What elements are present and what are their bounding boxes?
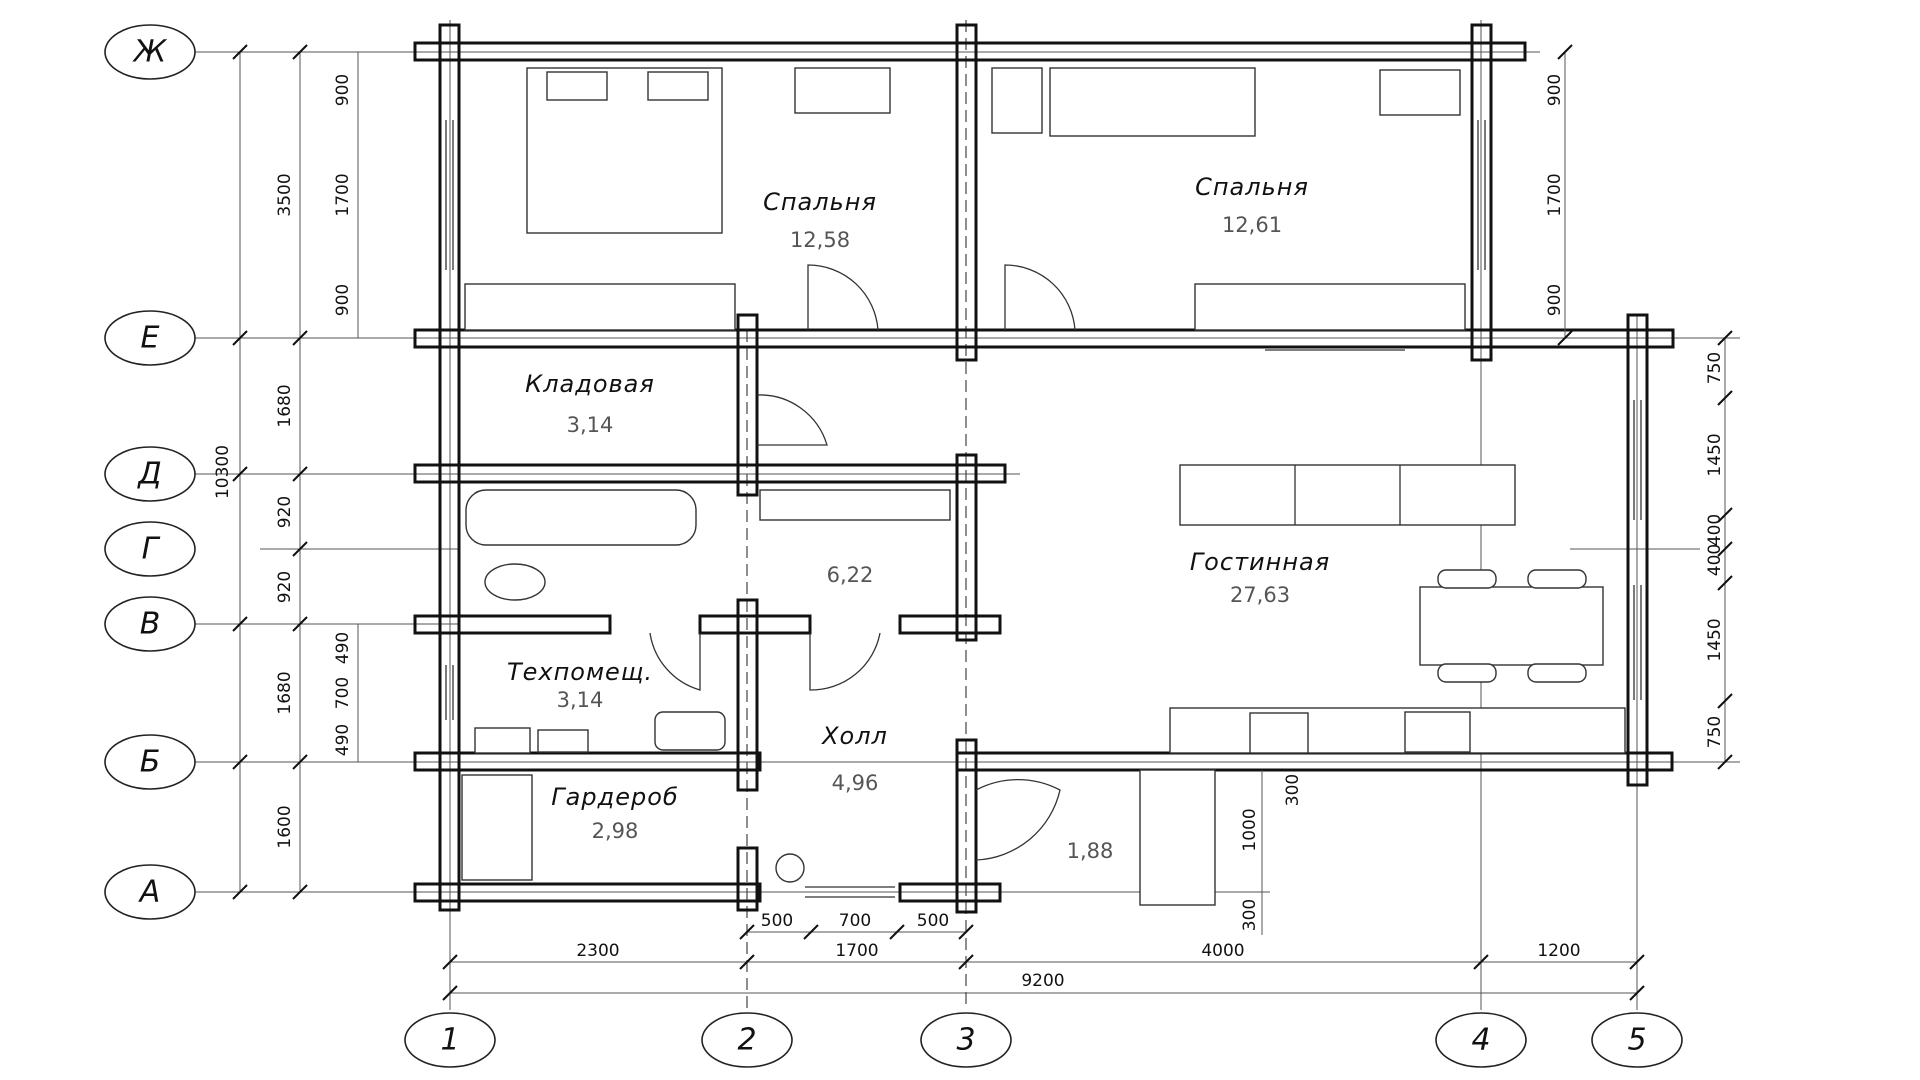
dim-left-outer-3: 920 bbox=[275, 496, 295, 528]
dim-bottom-4: 1200 bbox=[1537, 941, 1580, 961]
room-name-living: Гостинная bbox=[1190, 548, 1330, 576]
dim-left-inner-5: 700 bbox=[333, 677, 353, 709]
dim-porch-2: 1000 bbox=[1240, 808, 1260, 851]
dim-left-outer-5: 1680 bbox=[275, 671, 295, 714]
left-dimensions: 10300 3500 1680 920 920 1680 1600 900 17… bbox=[213, 44, 359, 900]
room-area-bedroom-1: 12,58 bbox=[790, 228, 850, 252]
axis-bubble-1 bbox=[404, 1012, 496, 1068]
axis-label-3: 3 bbox=[956, 1023, 975, 1058]
room-name-wardrobe: Гардероб bbox=[551, 783, 678, 811]
dim-left-inner-3: 900 bbox=[333, 284, 353, 316]
room-area-tech: 3,14 bbox=[557, 688, 604, 712]
axis-label-a: А bbox=[138, 875, 161, 910]
dim-porch-1: 300 bbox=[1283, 774, 1303, 806]
room-area-storage: 3,14 bbox=[567, 413, 614, 437]
dim-right-9: 750 bbox=[1705, 716, 1725, 748]
axis-bubble-b bbox=[104, 734, 196, 790]
room-area-bedroom-2: 12,61 bbox=[1222, 213, 1282, 237]
room-name-hall: Холл bbox=[820, 722, 888, 750]
axis-label-5: 5 bbox=[1627, 1023, 1646, 1058]
dim-door-3: 500 bbox=[917, 911, 949, 931]
axis-label-v: В bbox=[140, 607, 161, 642]
axis-label-d: Д bbox=[136, 457, 161, 492]
dim-left-inner-6: 490 bbox=[333, 724, 353, 756]
axis-label-zh: Ж bbox=[132, 35, 168, 70]
column-axis-bubbles: 1 2 3 4 5 bbox=[404, 1012, 1683, 1068]
windows bbox=[445, 120, 1642, 720]
room-area-living: 27,63 bbox=[1230, 583, 1290, 607]
bottom-dimensions: 500 700 500 2300 1700 4000 1200 9200 bbox=[442, 911, 1645, 1001]
dim-left-inner-4: 490 bbox=[333, 632, 353, 664]
axis-label-g: Г bbox=[142, 532, 161, 567]
room-name-bedroom-2: Спальня bbox=[1195, 173, 1309, 201]
axis-bubble-5 bbox=[1591, 1012, 1683, 1068]
axis-bubble-4 bbox=[1435, 1012, 1527, 1068]
room-area-bathroom: 6,22 bbox=[827, 563, 874, 587]
dim-door-1: 500 bbox=[761, 911, 793, 931]
dim-bottom-3: 4000 bbox=[1201, 941, 1244, 961]
axis-bubble-d bbox=[104, 446, 196, 502]
axis-bubble-v bbox=[104, 596, 196, 652]
row-axis-bubbles: Ж Е Д Г В Б А bbox=[104, 24, 196, 920]
room-name-tech: Техпомещ. bbox=[507, 658, 653, 686]
dim-bottom-1: 2300 bbox=[576, 941, 619, 961]
dim-left-total: 10300 bbox=[213, 445, 233, 499]
right-dimensions: 900 1700 900 750 1450 400 400 1450 750 bbox=[1545, 44, 1733, 770]
axis-bubble-2 bbox=[701, 1012, 793, 1068]
dim-door-2: 700 bbox=[839, 911, 871, 931]
axis-label-4: 4 bbox=[1471, 1023, 1490, 1058]
dim-right-6: 400 bbox=[1705, 514, 1725, 546]
dim-right-2: 1700 bbox=[1545, 173, 1565, 216]
doors bbox=[649, 264, 1076, 861]
dim-right-5: 1450 bbox=[1705, 433, 1725, 476]
column-axis-lines bbox=[449, 20, 1638, 1010]
room-name-storage: Кладовая bbox=[525, 370, 655, 398]
axis-label-2: 2 bbox=[737, 1023, 756, 1058]
axis-bubble-a bbox=[104, 864, 196, 920]
walls bbox=[413, 23, 1675, 914]
dim-left-outer-6: 1600 bbox=[275, 805, 295, 848]
dim-bottom-2: 1700 bbox=[835, 941, 878, 961]
dim-bottom-total: 9200 bbox=[1021, 971, 1064, 991]
dim-porch-3: 300 bbox=[1240, 899, 1260, 931]
room-area-hall: 4,96 bbox=[832, 771, 879, 795]
axis-bubble-3 bbox=[920, 1012, 1012, 1068]
room-labels: Спальня 12,58 Спальня 12,61 Кладовая 3,1… bbox=[507, 173, 1330, 863]
dim-left-outer-2: 1680 bbox=[275, 384, 295, 427]
porch-dimensions: 300 1000 300 bbox=[1240, 770, 1303, 935]
room-area-wardrobe: 2,98 bbox=[592, 819, 639, 843]
dim-left-inner-1: 900 bbox=[333, 74, 353, 106]
room-name-bedroom-1: Спальня bbox=[763, 188, 877, 216]
room-area-porch: 1,88 bbox=[1067, 839, 1114, 863]
dim-right-4: 750 bbox=[1705, 352, 1725, 384]
dim-right-1: 900 bbox=[1545, 74, 1565, 106]
axis-label-1: 1 bbox=[440, 1023, 459, 1058]
axis-label-b: Б bbox=[140, 745, 161, 780]
furniture bbox=[461, 67, 1626, 906]
dim-left-outer-1: 3500 bbox=[275, 173, 295, 216]
dim-left-inner-2: 1700 bbox=[333, 173, 353, 216]
axis-bubble-e bbox=[104, 310, 196, 366]
dim-right-8: 1450 bbox=[1705, 618, 1725, 661]
axis-label-e: Е bbox=[141, 321, 160, 356]
dim-right-3: 900 bbox=[1545, 284, 1565, 316]
axis-bubble-g bbox=[104, 521, 196, 577]
dim-left-outer-4: 920 bbox=[275, 571, 295, 603]
dim-right-7: 400 bbox=[1705, 544, 1725, 576]
axis-bubble-zh bbox=[104, 24, 196, 80]
